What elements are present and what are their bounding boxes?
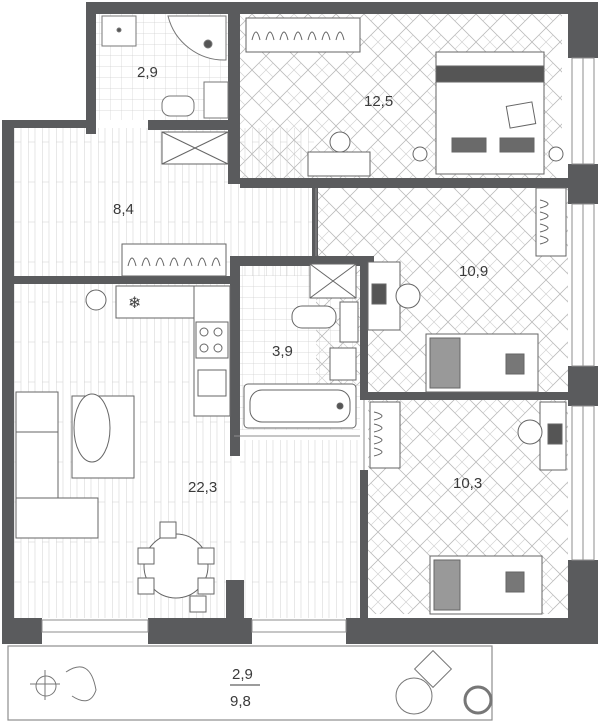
area-bedroom-master: 12,5 [364,93,393,110]
area-bedroom-3: 10,3 [453,475,482,492]
area-bathroom: 3,9 [272,343,293,360]
doors [234,188,365,470]
area-hallway: 8,4 [113,201,134,218]
area-balcony-gross: 9,8 [230,693,251,710]
area-balcony-net: 2,9 [232,666,253,683]
floor-corridor [240,440,360,618]
bathroom-fixtures [243,263,359,429]
balcony [7,645,493,721]
area-bedroom-2: 10,9 [459,263,488,280]
bedroom2-furniture [367,187,567,393]
small-bath-fixtures [101,15,229,119]
area-living-kitchen: 22,3 [188,479,217,496]
living-furniture [15,391,215,613]
balcony-furniture [30,649,493,715]
bedroom3-furniture [369,401,567,615]
master-bedroom-furniture [245,17,564,177]
hallway-furniture [121,131,229,277]
windows [41,57,595,633]
kitchen-furniture [85,285,231,417]
walls [2,2,598,644]
snowflake-icon: ❄ [128,293,141,312]
area-bathroom-small: 2,9 [137,64,158,81]
